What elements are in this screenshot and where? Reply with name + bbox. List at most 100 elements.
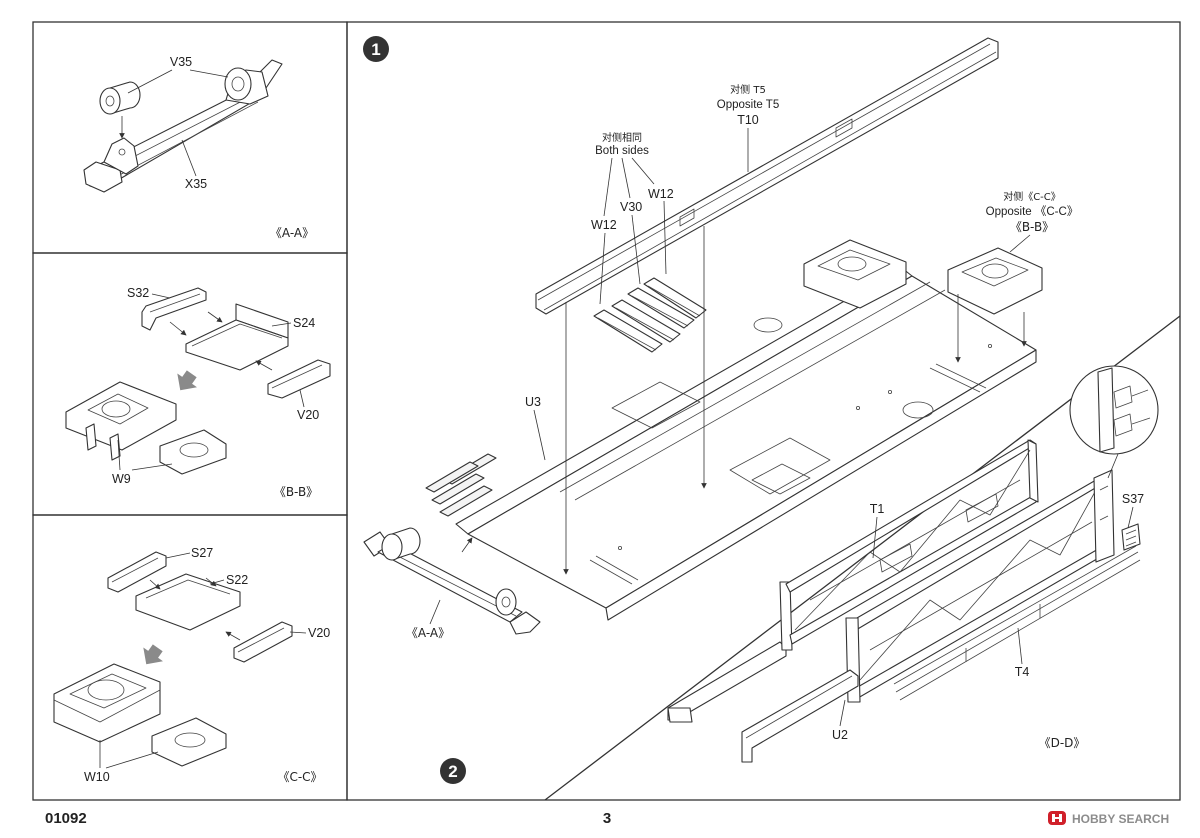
leader-w9 xyxy=(117,439,121,471)
leader-t1 xyxy=(872,516,878,559)
label-s37: S37 xyxy=(1122,492,1144,506)
part-v35-roller-left xyxy=(99,81,141,115)
part-x35-axle xyxy=(83,59,283,193)
fit-arrow xyxy=(207,311,223,323)
part-w10-plate xyxy=(151,717,227,767)
label-both-sides-cn: 对侧相同 xyxy=(602,131,642,144)
chassis-rear-crossmember xyxy=(425,453,497,517)
label-u3: U3 xyxy=(525,395,541,409)
subassembly-a-a-axle xyxy=(363,527,541,635)
leader-w9 xyxy=(131,463,173,471)
label-v35: V35 xyxy=(170,55,192,69)
leader-v20 xyxy=(299,389,305,408)
leader-v35-right xyxy=(189,69,229,78)
subassembly-c-c-installed xyxy=(803,239,907,309)
label-t10-note-en: Opposite T5 xyxy=(717,99,779,111)
panel-c-c: S27 S22 V20 W10 《C-C》 xyxy=(53,546,330,784)
leader-w10 xyxy=(105,751,159,769)
part-s32 xyxy=(141,287,207,331)
footer: 01092 3 HOBBY SEARCH xyxy=(45,810,1169,827)
label-x35: X35 xyxy=(185,177,207,191)
leader-v30 xyxy=(631,214,641,285)
part-s24 xyxy=(185,303,289,371)
label-v20: V20 xyxy=(308,626,330,640)
leader-s27 xyxy=(165,552,191,559)
label-s24: S24 xyxy=(293,316,315,330)
label-opposite-c-c-cn: 对侧《C-C》 xyxy=(1003,190,1061,203)
fit-arrow xyxy=(169,321,187,336)
step-1-badge: 1 xyxy=(363,36,389,62)
step-2-number: 2 xyxy=(448,762,457,781)
label-v30: V30 xyxy=(620,200,642,214)
label-w12-b: W12 xyxy=(591,218,617,232)
panel-a-a: V35 X35 《A-A》 xyxy=(83,55,314,240)
label-s27: S27 xyxy=(191,546,213,560)
leader-s37 xyxy=(1127,506,1134,529)
product-code: 01092 xyxy=(45,810,87,827)
label-v20: V20 xyxy=(297,408,319,422)
leader-x35 xyxy=(181,139,197,177)
frame-end-post xyxy=(1093,469,1115,563)
subassembly-c-c xyxy=(53,663,161,743)
leader-s24 xyxy=(271,322,292,327)
label-a-a: 《A-A》 xyxy=(406,626,450,640)
part-s37 xyxy=(1121,523,1141,551)
part-t1-frame xyxy=(785,439,1039,645)
watermark-text: HOBBY SEARCH xyxy=(1072,812,1169,826)
panel-b-b: S32 S24 V20 W9 《B-B》 xyxy=(65,286,331,499)
part-s22 xyxy=(135,573,241,631)
part-u3-chassis xyxy=(455,267,1037,621)
insert-arrow xyxy=(461,537,473,553)
label-s22: S22 xyxy=(226,573,248,587)
leader-u2 xyxy=(839,699,846,727)
label-b-b: 《B-B》 xyxy=(1010,220,1054,234)
leader-both-sides xyxy=(621,157,631,199)
caption-d-d: 《D-D》 xyxy=(1039,736,1086,750)
part-s27 xyxy=(107,551,167,593)
leader-both-sides xyxy=(631,157,655,185)
fit-arrow xyxy=(205,577,217,587)
label-t10-note-cn: 对侧 T5 xyxy=(730,83,766,96)
part-v20 xyxy=(233,621,293,663)
label-w12-a: W12 xyxy=(648,187,674,201)
gray-arrow-icon xyxy=(143,644,163,665)
leader-b-b xyxy=(1009,234,1031,253)
subassembly-b-b xyxy=(65,381,177,461)
label-s32: S32 xyxy=(127,286,149,300)
label-w9: W9 xyxy=(112,472,131,486)
label-t10: T10 xyxy=(737,113,759,127)
part-u2-front-rail xyxy=(741,669,859,763)
caption-a-a: 《A-A》 xyxy=(270,226,314,240)
main-panel-frame xyxy=(346,21,1181,801)
caption-c-c: 《C-C》 xyxy=(277,770,322,784)
leader-v20 xyxy=(289,631,307,634)
part-t10-rail xyxy=(535,37,999,315)
label-both-sides-en: Both sides xyxy=(595,145,649,157)
part-v20 xyxy=(267,359,331,399)
step-1: 1 xyxy=(363,36,1078,640)
step-2: 2 xyxy=(440,365,1159,784)
leader-u3 xyxy=(533,409,546,461)
leader-v35-left xyxy=(127,69,173,94)
part-t4-rods xyxy=(893,545,1141,701)
leader-w12-b xyxy=(599,232,606,305)
part-v35-roller-right xyxy=(224,67,252,101)
fit-arrow xyxy=(225,631,241,641)
parts-w12-v30 xyxy=(593,277,707,353)
label-t4: T4 xyxy=(1015,665,1030,679)
label-opposite-c-c-en: Opposite 《C-C》 xyxy=(986,205,1079,218)
gray-arrow-icon xyxy=(177,370,197,391)
leader-both-sides xyxy=(603,157,613,217)
leader-w12-a xyxy=(663,200,667,275)
label-u2: U2 xyxy=(832,728,848,742)
subassembly-b-b-placement xyxy=(947,247,1043,315)
detail-zoom-circle xyxy=(1069,365,1159,479)
page-number: 3 xyxy=(603,810,611,827)
leader-a-a xyxy=(429,599,441,625)
part-u2-rear-rail xyxy=(667,581,793,723)
hobby-search-logo-icon xyxy=(1048,811,1066,825)
step-2-badge: 2 xyxy=(440,758,466,784)
leader-s22 xyxy=(209,579,225,585)
fit-arrow xyxy=(149,579,161,590)
